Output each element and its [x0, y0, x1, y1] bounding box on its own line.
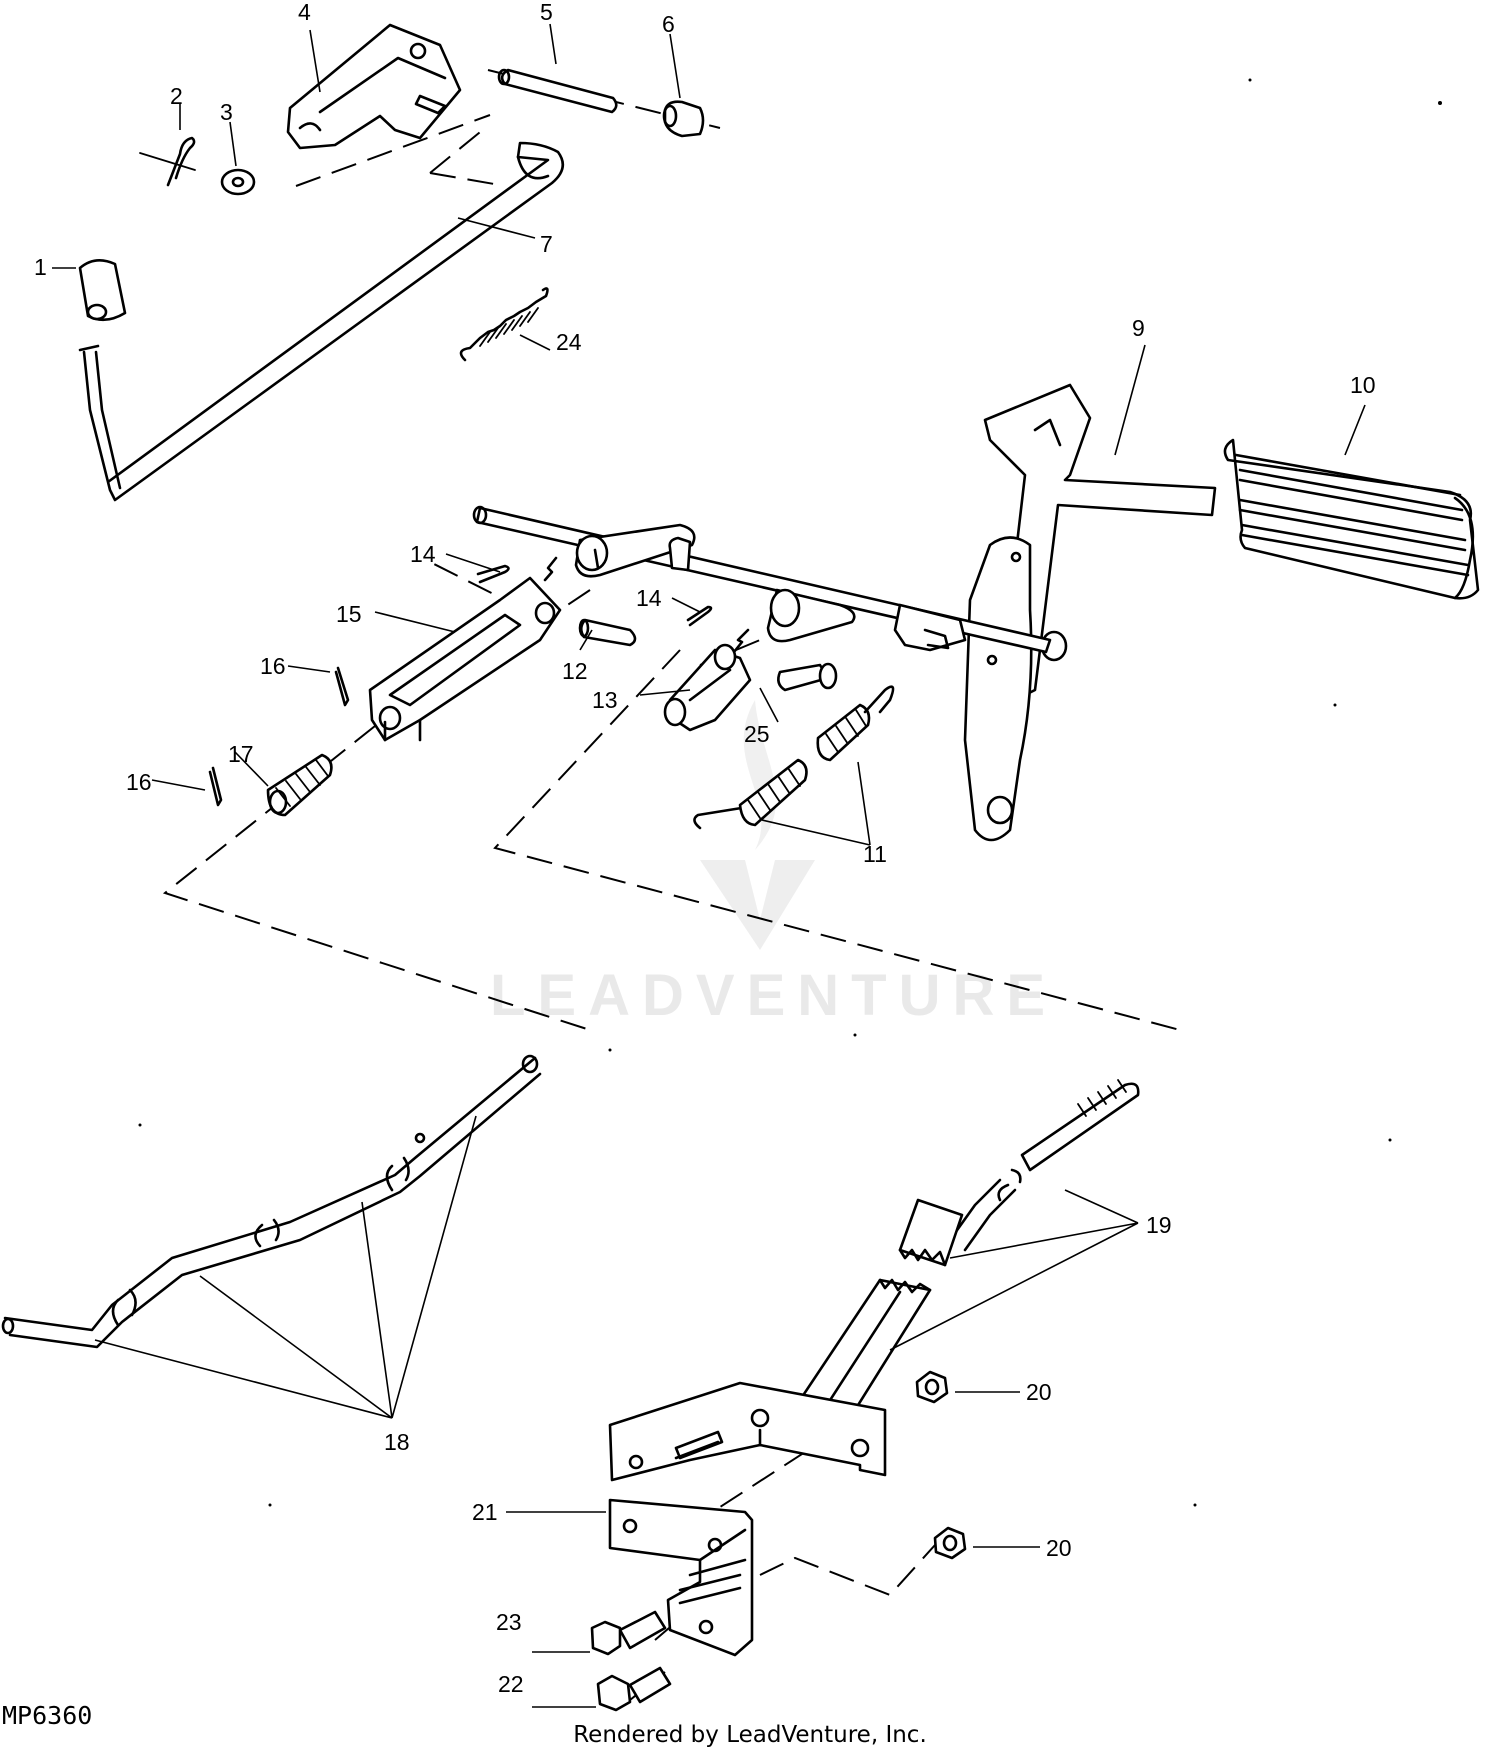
upper-mounting-bracket — [608, 1381, 887, 1482]
callout-numbers: 1 2 3 4 5 6 7 9 10 11 12 13 14 14 15 16 … — [34, 0, 1376, 1697]
part-21-lower-bracket — [608, 1498, 754, 1657]
part-20-nuts — [915, 1370, 967, 1560]
callout-23: 23 — [496, 1609, 522, 1635]
callout-4: 4 — [298, 0, 311, 25]
callout-22: 22 — [498, 1671, 524, 1697]
callout-5: 5 — [540, 0, 553, 25]
callout-16a: 16 — [260, 653, 286, 679]
callout-1: 1 — [34, 254, 47, 280]
part-18-rod — [1, 1054, 542, 1349]
part-7-shift-rod — [78, 141, 565, 502]
watermark-logo: LEADVENTURE — [490, 700, 1057, 1028]
callout-16b: 16 — [126, 769, 152, 795]
part-19-rod — [798, 1079, 1140, 1422]
watermark-text: LEADVENTURE — [490, 963, 1057, 1028]
part-25-bolt — [777, 662, 838, 692]
scan-specks — [138, 78, 1442, 1507]
dash-line-nut-lower — [759, 1544, 936, 1597]
dash-line-bracket — [429, 127, 501, 186]
callout-2: 2 — [170, 83, 183, 109]
callout-14b: 14 — [636, 585, 662, 611]
leader-lines — [52, 23, 1366, 1708]
callout-13: 13 — [592, 687, 618, 713]
callout-12: 12 — [562, 658, 588, 684]
part-3-washer — [220, 168, 256, 196]
part-11-springs — [693, 685, 895, 830]
part-16-cotter-pins — [208, 666, 350, 807]
part-15-clevis-link — [368, 576, 562, 742]
render-credit: Rendered by LeadVenture, Inc. — [573, 1722, 927, 1748]
callout-25: 25 — [744, 721, 770, 747]
part-2-hairpin — [139, 136, 196, 187]
part-6-bushing — [662, 100, 705, 138]
part-5-pin — [497, 68, 618, 114]
part-13-clevis — [663, 643, 752, 732]
callout-20a: 20 — [1026, 1379, 1052, 1405]
shaft-assembly — [472, 505, 1052, 654]
callout-6: 6 — [662, 11, 675, 37]
part-9-pedal-arm — [963, 383, 1217, 842]
callout-19: 19 — [1146, 1212, 1172, 1238]
callout-15: 15 — [336, 601, 362, 627]
part-24-spring — [459, 287, 549, 362]
callout-9: 9 — [1132, 315, 1145, 341]
dash-line-bracket-nut — [699, 1409, 871, 1521]
dash-line-right-rod — [493, 649, 1181, 1031]
callout-14a: 14 — [410, 541, 436, 567]
part-12-pin — [578, 618, 637, 647]
callout-3: 3 — [220, 99, 233, 125]
part-10-pedal-pad — [1223, 438, 1480, 600]
callout-17: 17 — [228, 741, 254, 767]
part-14-cotter-pins — [476, 556, 750, 654]
part-17-spring — [266, 753, 333, 817]
callout-10: 10 — [1350, 372, 1376, 398]
dash-line-pin-washer — [295, 114, 491, 187]
part-1-knob — [78, 259, 127, 322]
part-4-bracket — [286, 23, 462, 150]
callout-21: 21 — [472, 1499, 498, 1525]
diagram-code: MP6360 — [2, 1701, 93, 1730]
callout-24: 24 — [556, 329, 582, 355]
part-23-bolt — [590, 1610, 667, 1656]
part-22-bolt — [596, 1666, 672, 1712]
callout-20b: 20 — [1046, 1535, 1072, 1561]
callout-18: 18 — [384, 1429, 410, 1455]
callout-11: 11 — [863, 841, 887, 867]
callout-7: 7 — [540, 231, 553, 257]
